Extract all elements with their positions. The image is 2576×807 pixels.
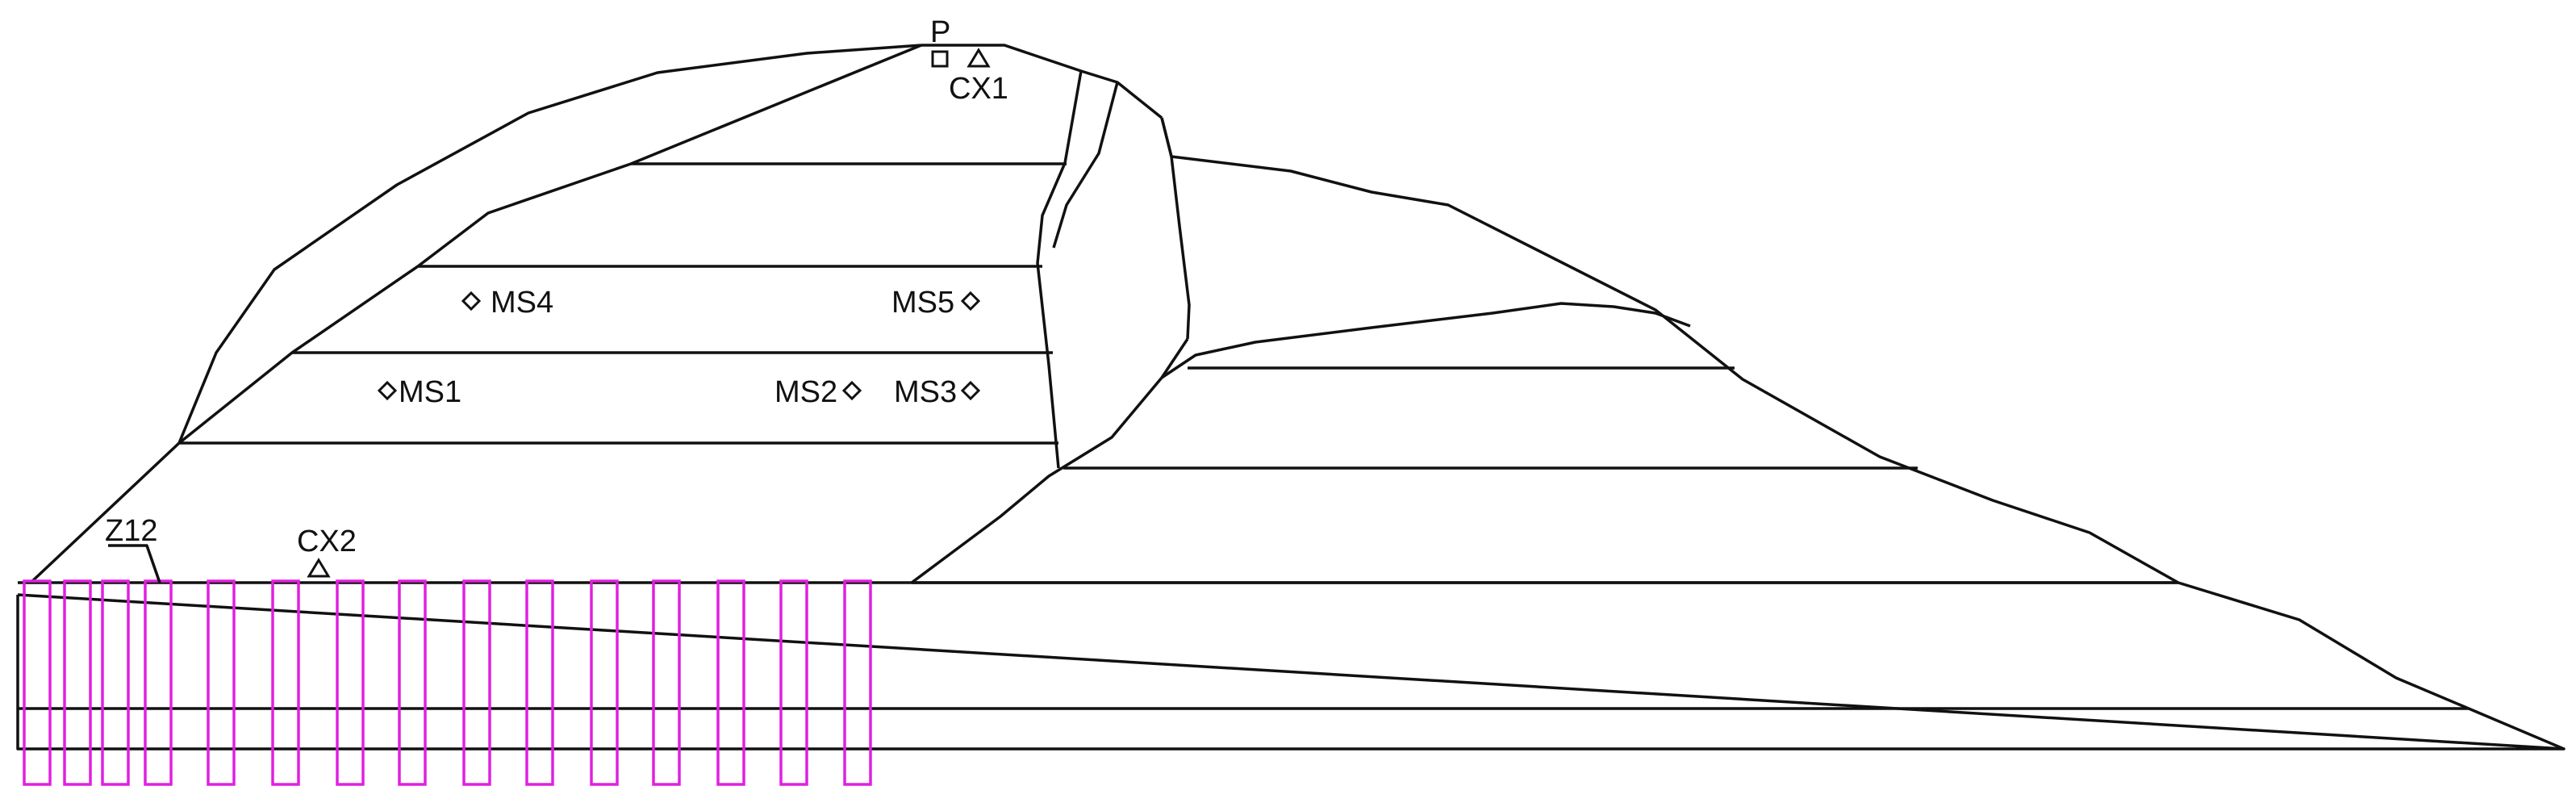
- core-right-boundary: [1052, 82, 1119, 249]
- pile: [652, 579, 681, 786]
- label-p: P: [930, 15, 950, 49]
- pile: [843, 579, 872, 786]
- pile-group: [23, 579, 872, 786]
- pile: [398, 579, 427, 786]
- foundation-outline: [16, 593, 2566, 751]
- label-cx2: CX2: [297, 525, 357, 558]
- diamond-icon: [841, 380, 862, 401]
- right-outer-slope: [1160, 117, 2565, 751]
- pile: [63, 579, 92, 786]
- diamond-icon: [461, 291, 482, 312]
- core-lower-boundary: [910, 338, 1189, 584]
- left-embankment: [29, 44, 1189, 584]
- pile: [590, 579, 619, 786]
- pile: [525, 579, 554, 786]
- label-ms5: MS5: [891, 286, 954, 320]
- pile: [779, 579, 808, 786]
- right-embankment: [912, 117, 2565, 751]
- diamond-icon: [960, 380, 981, 401]
- left-core-boundary: [1036, 70, 1083, 469]
- pile: [207, 579, 236, 786]
- square-icon: [931, 50, 949, 68]
- label-cx1: CX1: [949, 72, 1008, 106]
- pile: [716, 579, 745, 786]
- label-ms3: MS3: [894, 375, 957, 409]
- triangle-icon: [307, 558, 331, 578]
- labels: P CX1 CX2 MS4 MS5 MS1 MS2 MS3 Z12: [105, 15, 1008, 558]
- diamond-icon: [960, 291, 981, 312]
- label-ms1: MS1: [399, 375, 461, 409]
- label-ms4: MS4: [491, 286, 553, 320]
- right-core-boundary: [1160, 117, 1191, 340]
- pile: [144, 579, 173, 786]
- left-inner-slope: [177, 44, 922, 445]
- left-outer-slope: [29, 44, 922, 584]
- z12-leader-line: [108, 544, 161, 583]
- pile: [101, 579, 130, 786]
- pile: [271, 579, 300, 786]
- label-ms2: MS2: [774, 375, 837, 409]
- diamond-icon: [377, 380, 398, 401]
- pile: [23, 579, 52, 786]
- pile: [336, 579, 365, 786]
- instruments: [307, 48, 991, 578]
- pile: [462, 579, 491, 786]
- right-inner-slope: [1161, 302, 1691, 379]
- triangle-icon: [967, 48, 991, 68]
- label-z12: Z12: [105, 514, 157, 548]
